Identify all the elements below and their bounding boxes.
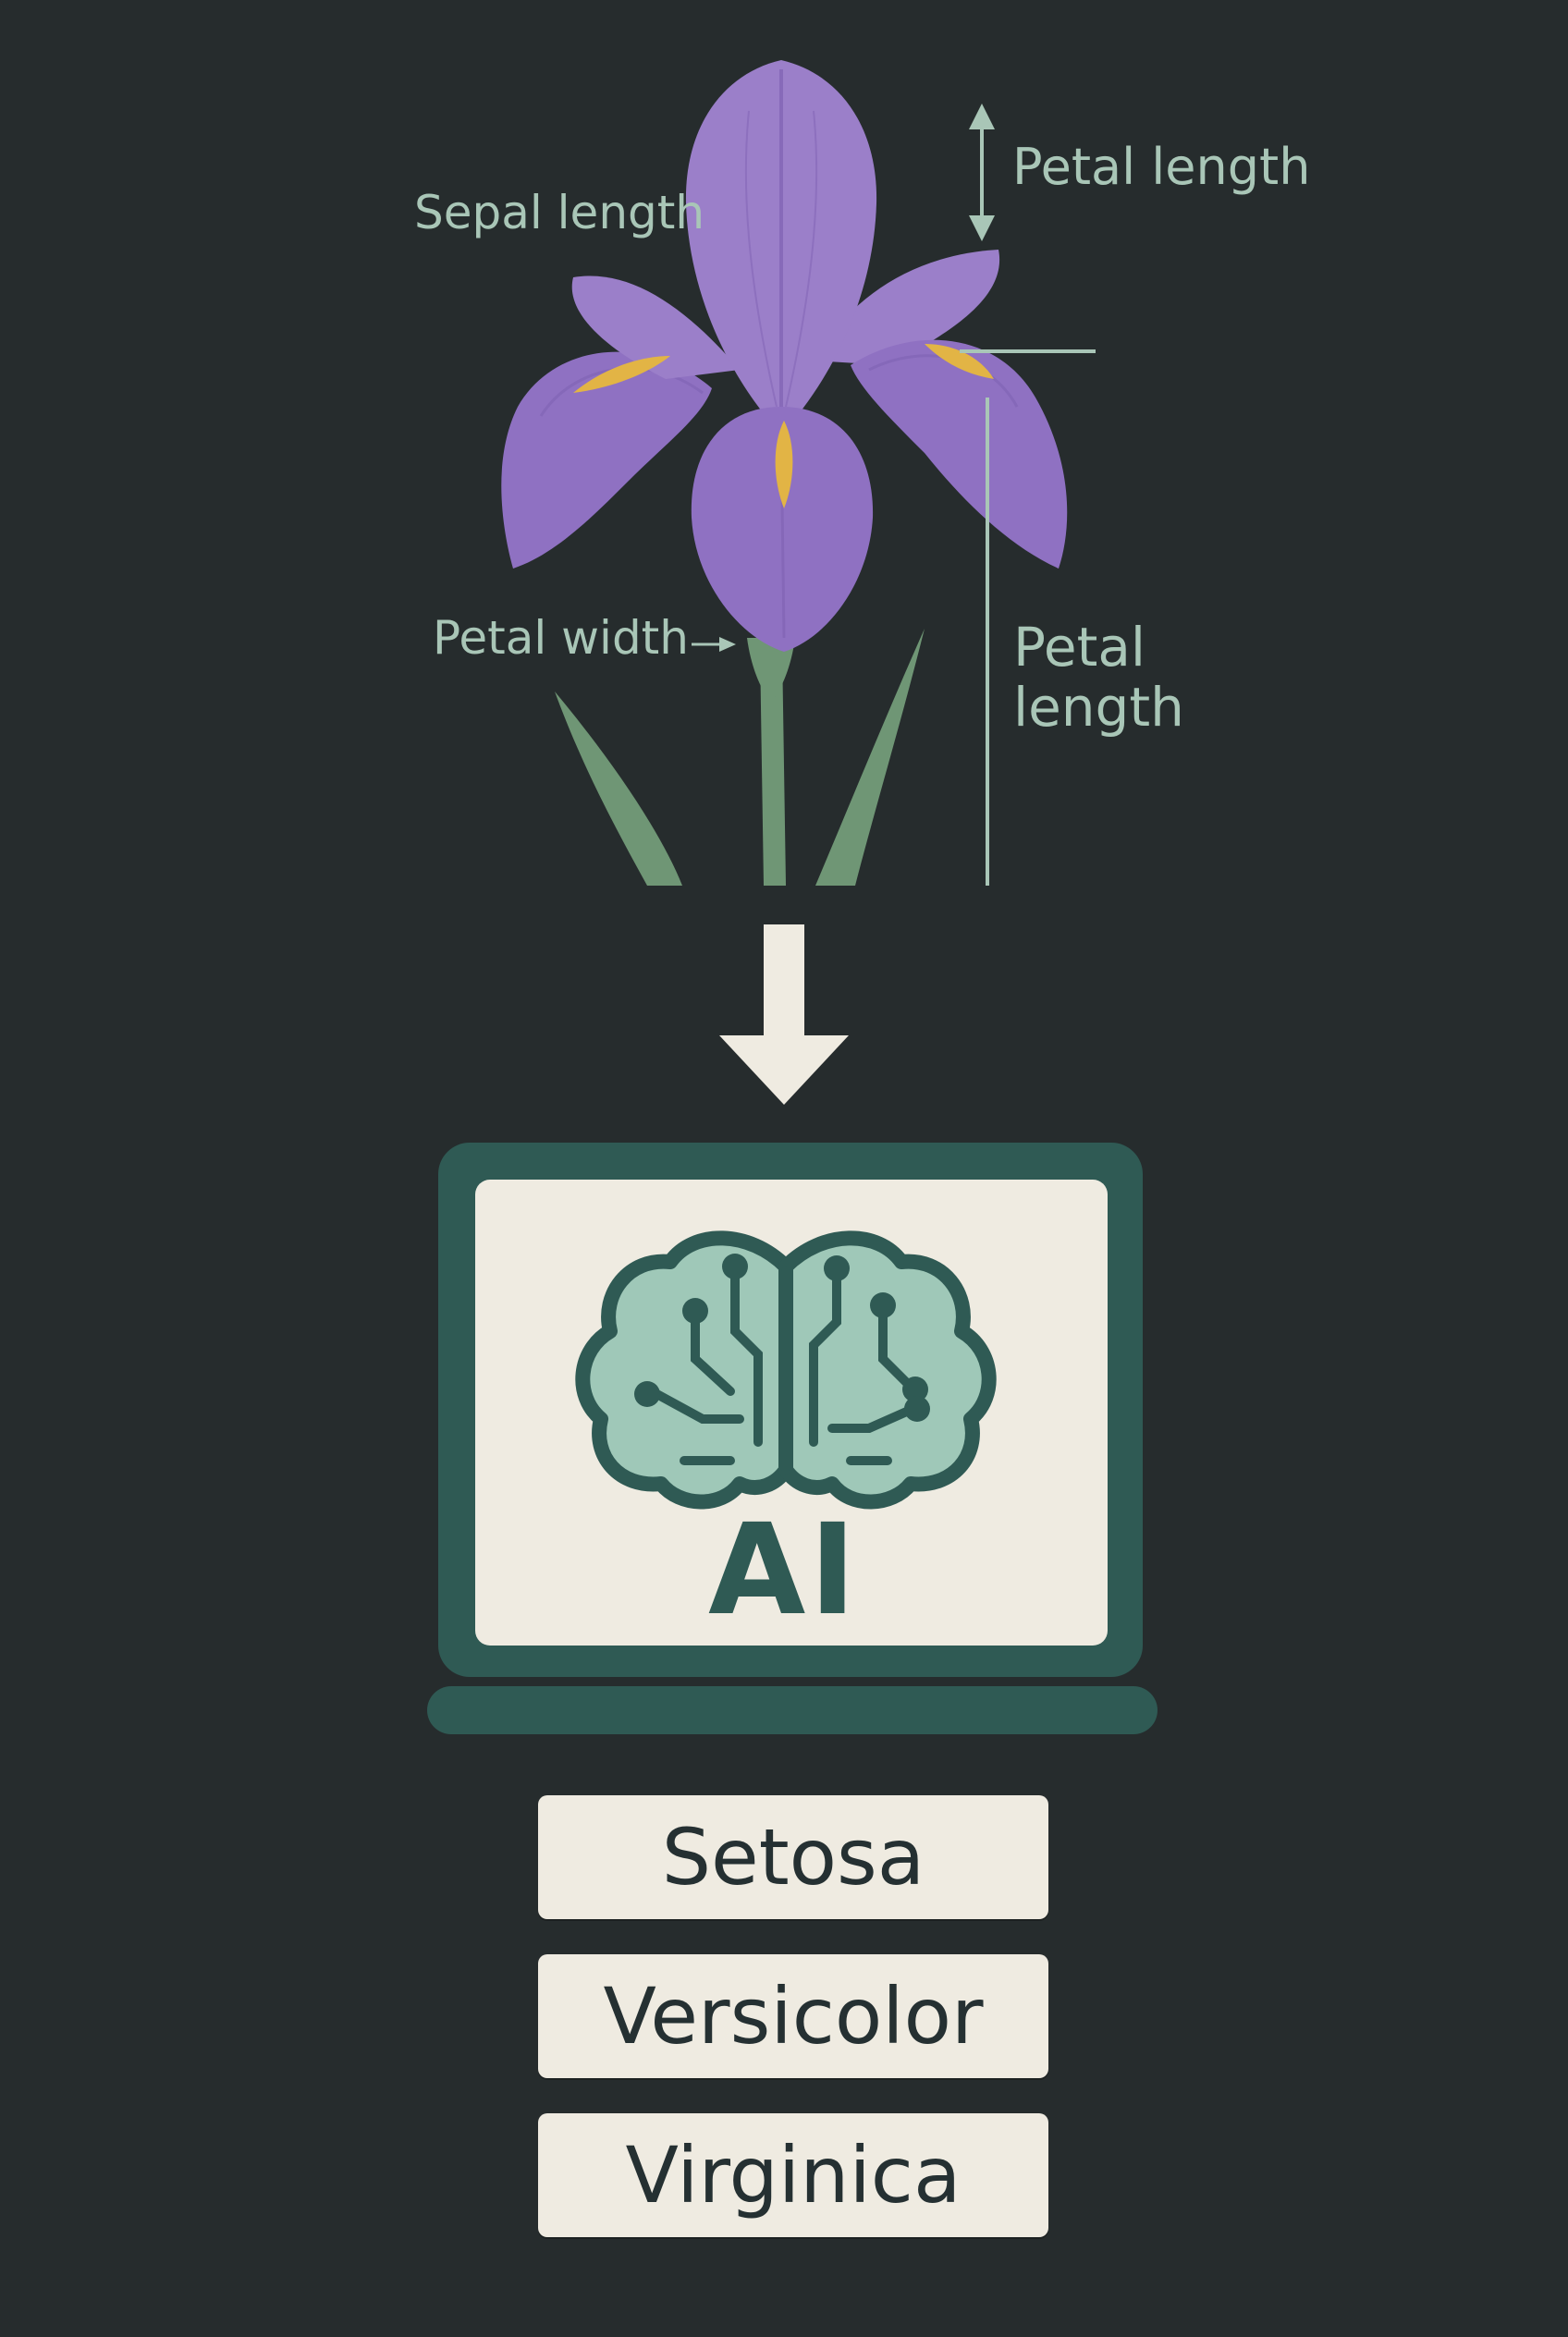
right-leaf <box>815 629 925 886</box>
petal-width-arrow <box>692 637 736 652</box>
class-setosa: Setosa <box>538 1795 1048 1919</box>
stem-base <box>747 638 795 703</box>
class-versicolor: Versicolor <box>538 1954 1048 2078</box>
right-petal <box>851 339 1068 569</box>
petal-width-label: Petal width <box>433 611 689 665</box>
class-virginica: Virginica <box>538 2113 1048 2237</box>
ai-label: AI <box>708 1498 860 1644</box>
right-beard <box>925 344 994 379</box>
petal-length-side-label: Petal length <box>1013 616 1184 739</box>
left-leaf <box>555 691 682 886</box>
class-list: Setosa Versicolor Virginica <box>538 1795 1048 2272</box>
sepal-length-label: Sepal length <box>414 186 705 239</box>
left-petal <box>501 351 712 569</box>
left-beard <box>573 356 670 393</box>
petal-length-side-marker <box>960 349 1096 886</box>
laptop-base <box>427 1686 1158 1734</box>
center-beard <box>775 421 793 508</box>
stem <box>760 647 786 886</box>
right-upper-petal <box>814 250 1000 365</box>
petal-length-top-label: Petal length <box>1012 138 1311 196</box>
left-upper-petal <box>571 275 740 379</box>
petal-length-top-marker <box>969 104 995 241</box>
